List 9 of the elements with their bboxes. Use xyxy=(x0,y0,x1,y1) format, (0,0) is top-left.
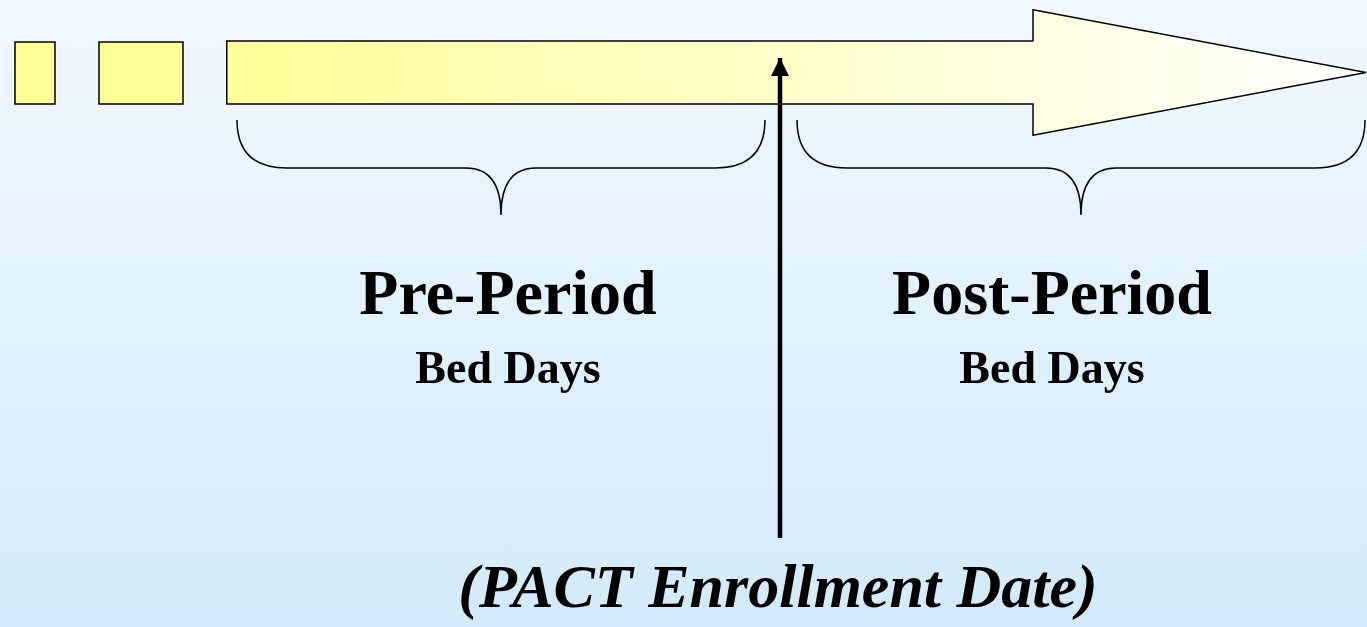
subtitle-label: Bed Days xyxy=(958,342,1146,395)
subtitle-label: Bed Days xyxy=(414,342,602,395)
period-label: Post-Period xyxy=(891,256,1213,330)
timeline-segment xyxy=(14,41,56,105)
timeline-arrow xyxy=(226,9,1367,136)
timeline-segment xyxy=(98,41,184,105)
date-label: (PACT Enrollment Date) xyxy=(457,551,1099,622)
arrow xyxy=(771,58,789,538)
period-label: Pre-Period xyxy=(358,256,658,330)
